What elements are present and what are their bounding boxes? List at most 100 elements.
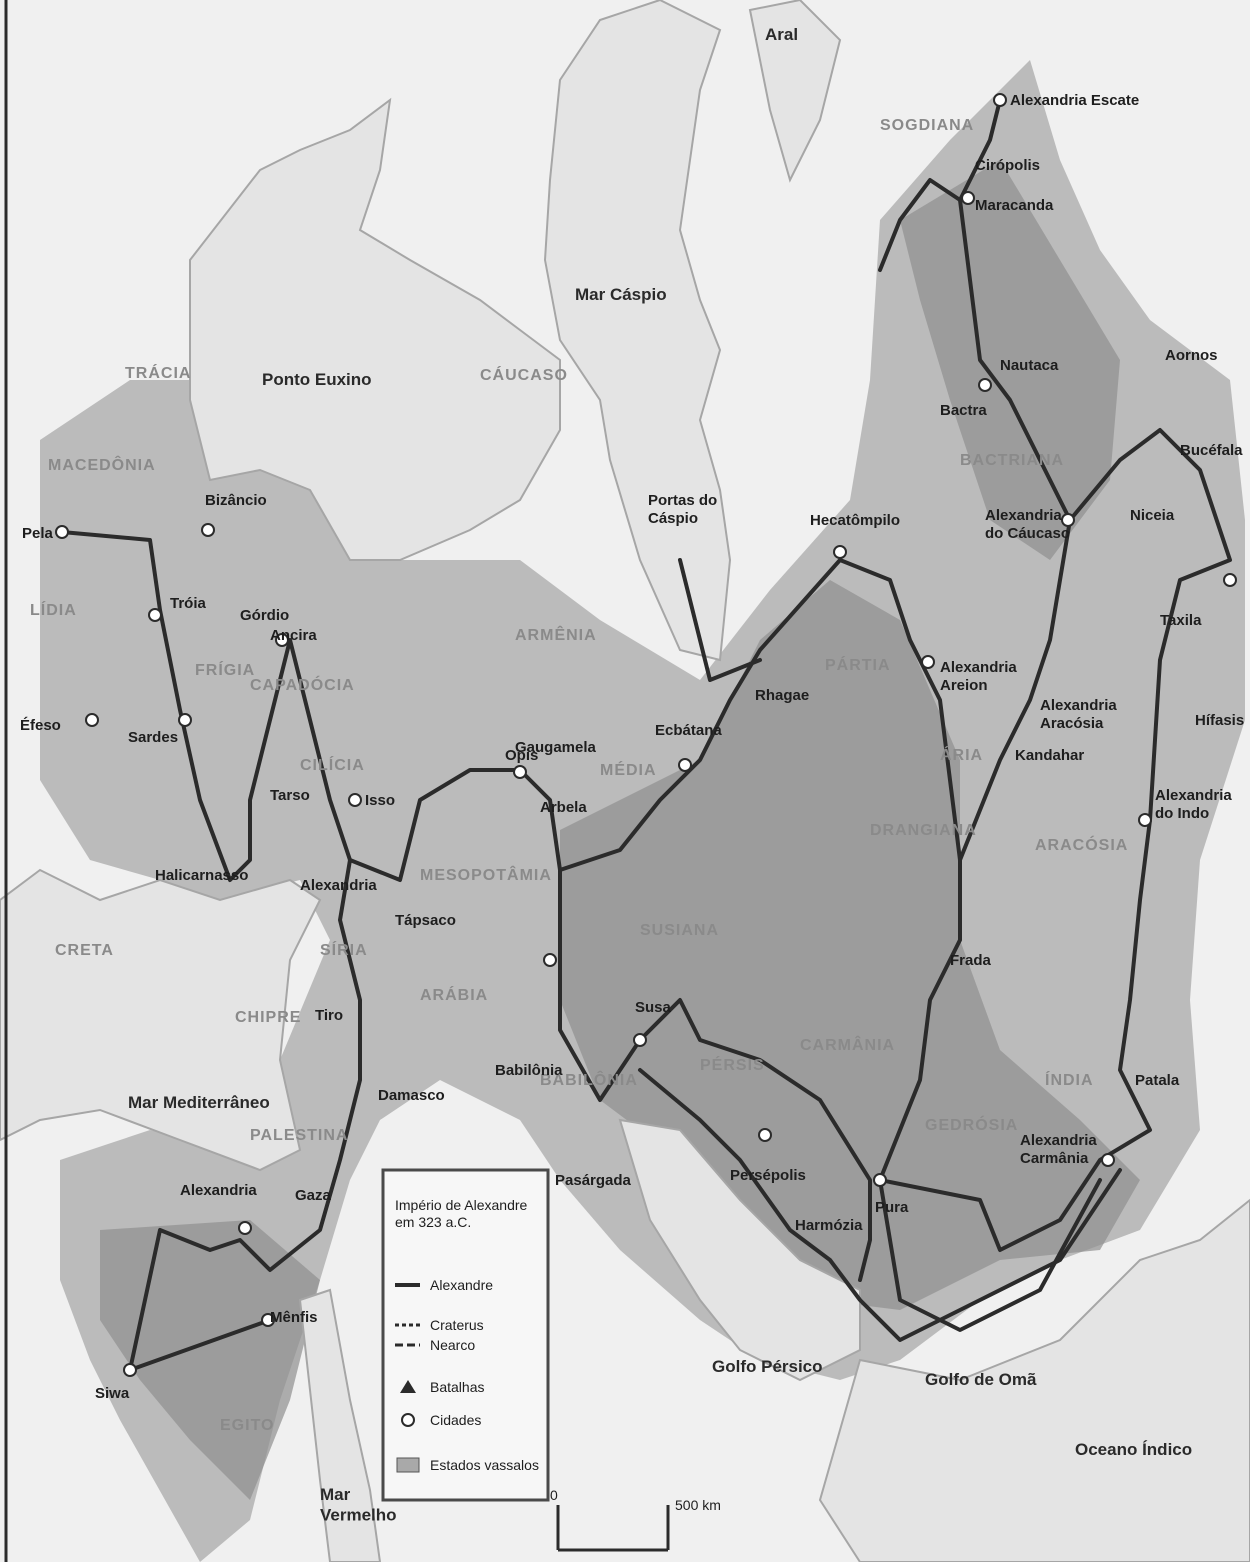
scale-end-label: 500 km bbox=[675, 1497, 721, 1513]
label-mediterranean: Mar Mediterrâneo bbox=[128, 1093, 270, 1112]
label-black-sea: Ponto Euxino bbox=[262, 370, 372, 389]
city-marker-babylon bbox=[543, 953, 557, 967]
city-marker-patala bbox=[1101, 1153, 1115, 1167]
label-cyprus: CHIPRE bbox=[235, 1009, 301, 1026]
legend-label-alexander: Alexandre bbox=[430, 1277, 493, 1293]
label-patala: Patala bbox=[1135, 1072, 1180, 1089]
label-sardis: Sardes bbox=[128, 729, 178, 746]
city-markers bbox=[55, 93, 1237, 1377]
black-sea bbox=[189, 97, 561, 561]
legend-item-alexander: Alexandre bbox=[395, 1277, 493, 1293]
label-babylonia: BABILÔNIA bbox=[540, 1070, 638, 1089]
route-return-gedrosia bbox=[878, 1178, 1102, 1332]
label-pasargadae: Pasárgada bbox=[555, 1172, 632, 1189]
city-marker-alexandria bbox=[238, 1221, 252, 1235]
label-pura: Pura bbox=[875, 1199, 909, 1216]
city-marker-pella bbox=[55, 525, 69, 539]
label-arbela: Arbela bbox=[540, 799, 587, 816]
city-marker-hecatompylos bbox=[833, 545, 847, 559]
vassal-state-swatch bbox=[396, 1457, 420, 1473]
label-nicaea: Niceia bbox=[1130, 507, 1175, 524]
label-palestine: PALESTINA bbox=[250, 1127, 348, 1144]
label-indian-ocean: Oceano Índico bbox=[1075, 1440, 1192, 1459]
city-marker-alexandria-caucaso bbox=[1061, 513, 1075, 527]
legend-label-craterus: Craterus bbox=[430, 1317, 484, 1333]
label-gordium: Górdio bbox=[240, 607, 289, 624]
label-cappadocia: CAPADÓCIA bbox=[250, 675, 355, 694]
label-drangiana: DRANGIANA bbox=[870, 822, 977, 839]
city-marker-susa bbox=[633, 1033, 647, 1047]
city-marker-gordium bbox=[275, 633, 289, 647]
city-marker-siwa bbox=[123, 1363, 137, 1377]
red-sea bbox=[298, 1288, 382, 1562]
label-issus: Isso bbox=[365, 792, 395, 809]
label-alexandria-issus: Alexandria bbox=[300, 877, 377, 894]
label-damascus: Damasco bbox=[378, 1087, 445, 1104]
egypt-shading bbox=[100, 1220, 320, 1500]
city-marker-persepolis bbox=[758, 1128, 772, 1142]
label-carmania: CARMÂNIA bbox=[800, 1035, 895, 1054]
city-marker-alexandria-indus bbox=[1138, 813, 1152, 827]
city-icon bbox=[401, 1413, 415, 1427]
label-syria: SÍRIA bbox=[320, 940, 368, 959]
label-gulf-oman: Golfo de Omã bbox=[925, 1370, 1037, 1389]
label-egypt: EGITO bbox=[220, 1417, 275, 1434]
label-kandahar: Kandahar bbox=[1015, 747, 1084, 764]
route-alexander-west bbox=[60, 530, 362, 1372]
city-marker-gaugamela bbox=[513, 765, 527, 779]
label-persian-gulf: Golfo Pérsico bbox=[712, 1357, 823, 1376]
legend-label-vassal: Estados vassalos bbox=[430, 1457, 539, 1473]
city-marker-ecbatana bbox=[678, 758, 692, 772]
legend-label-nearchus: Nearco bbox=[430, 1337, 475, 1353]
route-nearchus bbox=[638, 1068, 1122, 1342]
label-gedrosia: GEDRÓSIA bbox=[925, 1115, 1018, 1134]
legend-item-craterus: Craterus bbox=[395, 1317, 484, 1333]
label-sogdiana: SOGDIANA bbox=[880, 117, 974, 134]
label-caucasus: CÁUCASO bbox=[480, 365, 568, 384]
legend-item-battles: Batalhas bbox=[400, 1379, 484, 1395]
label-mesopotamia: MESOPOTÂMIA bbox=[420, 865, 552, 884]
label-halicarnassus: Halicarnasso bbox=[155, 867, 248, 884]
label-harmozia: Harmózia bbox=[795, 1217, 863, 1234]
label-media: MÉDIA bbox=[600, 760, 657, 779]
aral-sea bbox=[748, 0, 842, 183]
city-marker-byzantium bbox=[201, 523, 215, 537]
label-taxila: Taxila bbox=[1160, 612, 1202, 629]
label-rhagae: Rhagae bbox=[755, 687, 809, 704]
scale-start-label: 0 bbox=[550, 1487, 558, 1503]
legend-item-vassal: Estados vassalos bbox=[396, 1457, 539, 1473]
mediterranean-sea bbox=[0, 868, 322, 1172]
route-alexander-sogdiana bbox=[958, 98, 1002, 202]
scale-bar: 0 500 km bbox=[550, 1487, 721, 1552]
label-bactria: BACTRIANA bbox=[960, 452, 1064, 469]
route-alexander-bactria bbox=[878, 178, 1072, 862]
label-babylon: Babilônia bbox=[495, 1062, 563, 1079]
route-caspian-north bbox=[678, 558, 762, 682]
bactria-shading bbox=[900, 160, 1120, 560]
legend-label-battles: Batalhas bbox=[430, 1379, 484, 1395]
label-bucephala: Bucéfala bbox=[1180, 442, 1243, 459]
route-alexander-mesopotamia bbox=[348, 768, 872, 1282]
label-susiana: SUSIANA bbox=[640, 922, 719, 939]
label-hecatompylos: Hecatômpilo bbox=[810, 512, 900, 529]
label-nautaca: Nautaca bbox=[1000, 357, 1059, 374]
label-thapsacus: Tápsaco bbox=[395, 912, 456, 929]
label-aornos: Aornos bbox=[1165, 347, 1218, 364]
label-arabia: ARÁBIA bbox=[420, 985, 488, 1004]
label-memphis: Mênfis bbox=[270, 1309, 318, 1326]
caspian-sea bbox=[543, 0, 732, 662]
label-opis: Opis bbox=[505, 747, 538, 764]
label-bactra: Bactra bbox=[940, 402, 987, 419]
legend-item-cities: Cidades bbox=[401, 1412, 481, 1428]
city-marker-memphis bbox=[261, 1313, 275, 1327]
label-alexandria: Alexandria bbox=[180, 1182, 257, 1199]
legend-item-nearchus: Nearco bbox=[395, 1337, 475, 1353]
